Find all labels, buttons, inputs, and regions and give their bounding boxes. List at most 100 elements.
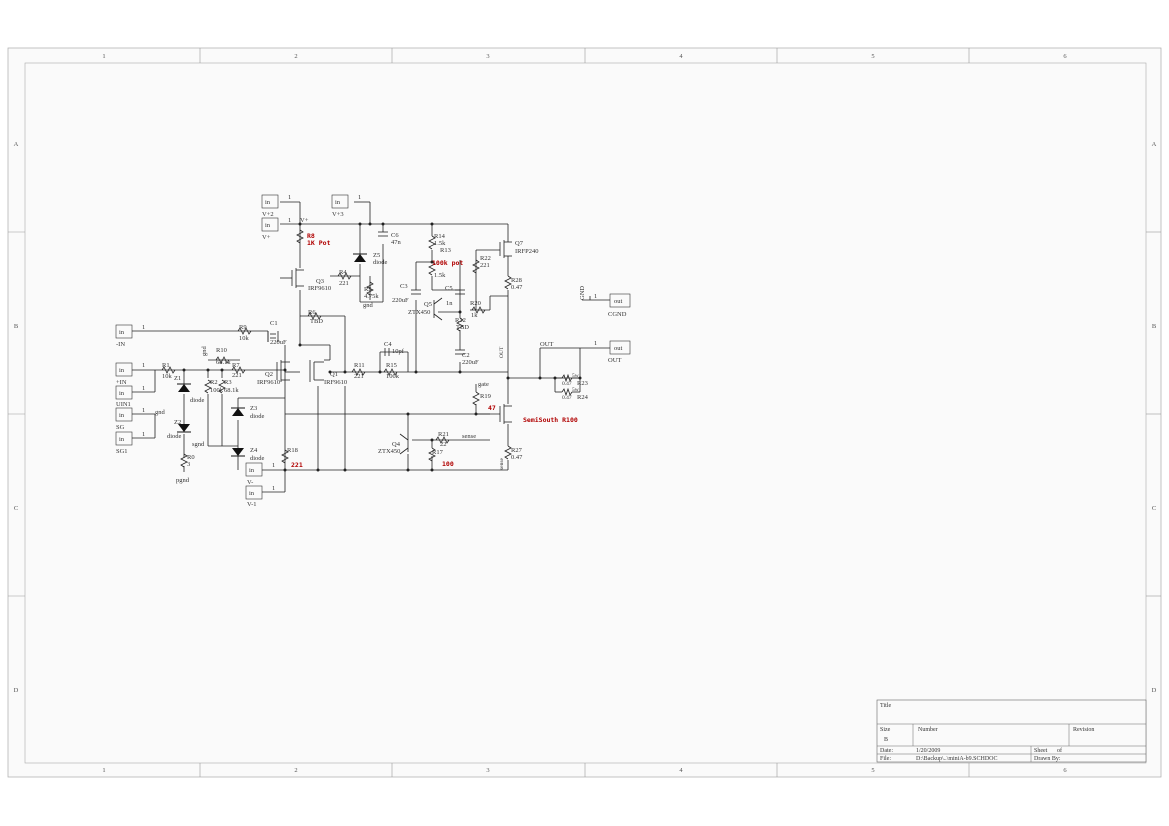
port-v-plus-3[interactable]: in 1 V+3 (331, 194, 361, 218)
svg-text:V-: V- (247, 479, 253, 486)
z1-ref: Z1 (174, 375, 181, 382)
r22-val: 221 (480, 262, 490, 269)
port-v-plus[interactable]: in 1 V+ V+ (261, 217, 309, 241)
q4-val: ZTX450 (378, 448, 400, 455)
tb-date-value: 1/20/2009 (916, 748, 940, 754)
junction-dots (182, 222, 582, 472)
z5-val: diode (373, 259, 388, 266)
svg-text:OUT: OUT (540, 341, 553, 348)
r23-ref: R23 (577, 380, 588, 387)
zone-col-4-top: 4 (679, 53, 683, 60)
svg-text:V-1: V-1 (247, 501, 257, 508)
r17-val: 100 (442, 460, 454, 468)
port-sg[interactable]: in 1 SG (115, 407, 145, 431)
port-uin1[interactable]: in 1 UIN1 (115, 385, 145, 408)
port-v-minus[interactable]: in 1 V- (245, 462, 275, 486)
svg-text:1: 1 (142, 407, 145, 414)
port-out[interactable]: out 1 OUT OUT (540, 340, 631, 364)
svg-text:OUT: OUT (608, 357, 621, 364)
capacitor-symbols (267, 231, 465, 356)
svg-text:in: in (249, 467, 255, 474)
z3-ref: Z3 (250, 405, 257, 412)
component-labels: R8 1K Pot C6 47n Z5 diode R4 221 R5 4.75… (155, 232, 589, 484)
zone-col-1-bottom: 1 (102, 767, 105, 774)
zone-row-c-left: C (14, 505, 18, 512)
r14-ref: R14 (434, 233, 446, 240)
r24-note: 5w (572, 387, 579, 393)
r10-ref: R10 (216, 347, 227, 354)
r5-ref: R5 (364, 286, 372, 293)
resistor-symbols (161, 229, 573, 468)
svg-text:V+: V+ (300, 217, 309, 224)
q5-val: ZTX450 (408, 309, 430, 316)
q2-ref: Q2 (265, 371, 273, 378)
svg-text:V+: V+ (262, 234, 271, 241)
svg-text:1: 1 (142, 385, 145, 392)
gate-net: gate (478, 381, 489, 388)
svg-text:CGND: CGND (608, 311, 627, 318)
r22-ref: R22 (480, 255, 491, 262)
semisouth-val: SemiSouth R100 (523, 416, 578, 424)
svg-text:1: 1 (358, 194, 361, 201)
svg-text:1: 1 (288, 194, 291, 201)
q1-ref: Q1 (330, 371, 338, 378)
svg-text:in: in (335, 199, 341, 206)
zone-col-6-bottom: 6 (1063, 767, 1067, 774)
svg-text:V+3: V+3 (332, 211, 344, 218)
c2-val: 220uF (462, 359, 479, 366)
r13-ref: R13 (440, 247, 451, 254)
svg-text:in: in (119, 367, 125, 374)
c1-val: 220uF (270, 339, 287, 346)
r23-val: 0.47 (562, 381, 572, 387)
q1-val: IRF9610 (324, 379, 347, 386)
svg-text:SG: SG (116, 424, 125, 431)
q5-ref: Q5 (424, 301, 432, 308)
svg-text:1: 1 (272, 462, 275, 469)
port-cgnd[interactable]: out 1 CGND GND (579, 286, 631, 318)
r6-val: TBD (310, 318, 323, 325)
r4-val: 221 (339, 280, 349, 287)
port-v-plus-2[interactable]: in 1 V+2 (261, 194, 291, 218)
zone-ticks (8, 48, 1161, 777)
r11-val: 221 (354, 373, 364, 380)
zone-row-a-left: A (14, 141, 19, 148)
r27-val: 0.47 (511, 454, 523, 461)
gnd-net-1: gnd (363, 302, 374, 309)
svg-text:in: in (265, 222, 271, 229)
r20-val: 1k (471, 312, 478, 319)
svg-text:V+2: V+2 (262, 211, 274, 218)
port-v-minus-1[interactable]: in 1 V-1 (245, 485, 275, 508)
zone-col-5-top: 5 (871, 53, 874, 60)
c5-ref: C5 (445, 285, 453, 292)
sense-net: sense (462, 433, 476, 440)
tb-date-label: Date: (880, 748, 893, 754)
c6-val: 47n (391, 239, 402, 246)
zone-col-6-top: 6 (1063, 53, 1067, 60)
svg-text:in: in (119, 329, 125, 336)
svg-text:1: 1 (142, 431, 145, 438)
r10-val: 68.1k (216, 359, 231, 366)
svg-text:1: 1 (142, 324, 145, 331)
z3-val: diode (250, 413, 265, 420)
r11-ref: R11 (354, 362, 365, 369)
z1-val: diode (190, 397, 205, 404)
zone-row-b-right: B (1152, 323, 1157, 330)
r6-ref: R6 (308, 309, 316, 316)
r1-val: 10k (162, 373, 173, 380)
title-block: Title Size B Number Revision Date: 1/20/… (876, 699, 1147, 763)
port-sg1[interactable]: in 1 SG1 (115, 431, 145, 455)
port-minus-in[interactable]: in 1 -IN (115, 324, 145, 348)
tb-file-value: D:\Backup\..\miniA-b9.SCHDOC (916, 756, 998, 762)
c4-ref: C4 (384, 341, 392, 348)
z5-ref: Z5 (373, 252, 380, 259)
r28-val: 0.47 (511, 284, 523, 291)
port-plus-in[interactable]: in 1 +IN (115, 362, 145, 386)
svg-text:1: 1 (142, 362, 145, 369)
svg-text:in: in (119, 436, 125, 443)
r23-note: 5w (572, 373, 579, 379)
r1-ref: R1 (162, 362, 170, 369)
svg-text:in: in (265, 199, 271, 206)
r18-val: 221 (291, 461, 303, 469)
r8-ref: R8 (307, 232, 315, 240)
